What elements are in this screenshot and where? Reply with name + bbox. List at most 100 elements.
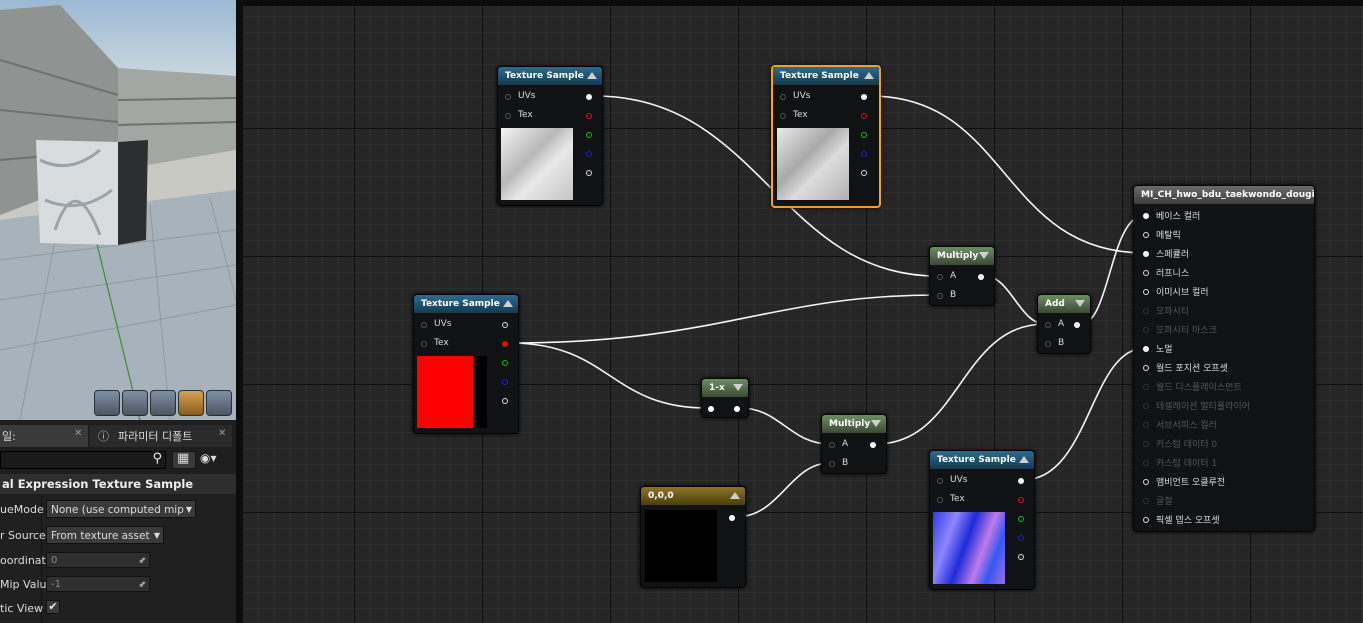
input-pin[interactable] [1143, 346, 1149, 352]
expand-icon[interactable] [1075, 300, 1085, 307]
details-tab[interactable]: 일: ✕ [0, 425, 88, 447]
mip-value-mode-select[interactable]: None (use computed mip ▼ [46, 500, 196, 518]
close-icon[interactable]: ✕ [218, 428, 227, 439]
g-output-pin[interactable] [502, 360, 508, 366]
rgb-output-pin[interactable] [1018, 478, 1024, 484]
a-output-pin[interactable] [502, 398, 508, 404]
expand-icon[interactable] [979, 252, 989, 259]
preview-cube-button[interactable] [178, 390, 204, 416]
node-header[interactable]: Texture Sample [773, 67, 879, 85]
a-input-pin[interactable] [829, 442, 835, 448]
multiply-node-1[interactable]: Multiply A B [929, 246, 995, 306]
b-output-pin[interactable] [861, 151, 867, 157]
rgb-output-pin[interactable] [861, 94, 867, 100]
node-header[interactable]: Multiply [930, 247, 994, 265]
preview-mesh-button[interactable] [206, 390, 232, 416]
close-icon[interactable]: ✕ [74, 428, 83, 439]
material-result-node[interactable]: MI_CH_hwo_bdu_taekwondo_dougi 베이스 컬러 메탈릭… [1133, 185, 1315, 532]
output-pin[interactable] [1074, 322, 1080, 328]
sampler-source-select[interactable]: From texture asset ▼ [46, 526, 164, 544]
multiply-node-2[interactable]: Multiply A B [821, 414, 887, 474]
material-input-roughness[interactable]: 러프니스 [1134, 263, 1314, 282]
node-header[interactable]: Add [1038, 295, 1090, 313]
input-pin[interactable] [1143, 270, 1149, 276]
a-input-pin[interactable] [937, 274, 943, 280]
input-pin[interactable] [1143, 251, 1149, 257]
b-input-pin[interactable] [829, 461, 835, 467]
const-mip-value-input[interactable]: -1 ⬋ [46, 576, 150, 592]
collapse-icon[interactable] [503, 300, 513, 307]
eye-icon[interactable]: ◉▾ [200, 451, 217, 465]
a-output-pin[interactable] [861, 170, 867, 176]
node-header[interactable]: Multiply [822, 415, 886, 433]
parameter-defaults-tab[interactable]: ⓘ 파라미터 디폴트 ✕ [90, 425, 232, 447]
collapse-icon[interactable] [730, 492, 740, 499]
uvs-input-pin[interactable] [421, 322, 427, 328]
b-input-pin[interactable] [937, 293, 943, 299]
view-options-button[interactable]: ▦ [172, 451, 196, 469]
node-header[interactable]: Texture Sample [930, 451, 1034, 469]
tex-input-pin[interactable] [937, 497, 943, 503]
texture-sample-node-4[interactable]: Texture Sample UVs Tex [929, 450, 1035, 590]
input-pin[interactable] [1143, 232, 1149, 238]
node-header[interactable]: MI_CH_hwo_bdu_taekwondo_dougi [1134, 186, 1315, 204]
rgb-output-pin[interactable] [586, 94, 592, 100]
automatic-view-checkbox[interactable]: ✔ [46, 600, 60, 614]
collapse-icon[interactable] [1019, 456, 1029, 463]
texture-sample-node-2[interactable]: Texture Sample UVs Tex [771, 65, 881, 208]
texture-sample-node-1[interactable]: Texture Sample UVs Tex [497, 66, 603, 206]
material-input-base-color[interactable]: 베이스 컬러 [1134, 206, 1314, 225]
output-pin[interactable] [870, 442, 876, 448]
r-output-pin[interactable] [502, 341, 508, 347]
g-output-pin[interactable] [1018, 516, 1024, 522]
tex-input-pin[interactable] [421, 341, 427, 347]
material-input-ambient-occlusion[interactable]: 앰비언트 오클루전 [1134, 472, 1314, 491]
input-pin[interactable] [1143, 289, 1149, 295]
panel-splitter[interactable] [236, 0, 243, 623]
g-output-pin[interactable] [861, 132, 867, 138]
input-pin[interactable] [1143, 517, 1149, 523]
uvs-input-pin[interactable] [780, 94, 786, 100]
search-icon[interactable]: ⚲ [152, 451, 162, 466]
expand-icon[interactable] [871, 420, 881, 427]
node-header[interactable]: 0,0,0 [641, 487, 745, 505]
b-output-pin[interactable] [586, 151, 592, 157]
collapse-icon[interactable] [864, 72, 874, 79]
r-output-pin[interactable] [1018, 497, 1024, 503]
b-output-pin[interactable] [1018, 535, 1024, 541]
g-output-pin[interactable] [586, 132, 592, 138]
input-pin[interactable] [1143, 479, 1149, 485]
preview-viewport[interactable] [0, 0, 236, 420]
a-output-pin[interactable] [1018, 554, 1024, 560]
texture-sample-node-3[interactable]: Texture Sample UVs Tex [413, 294, 519, 434]
input-pin[interactable] [1143, 213, 1149, 219]
node-header[interactable]: 1-x [702, 379, 748, 397]
one-minus-node[interactable]: 1-x [701, 378, 749, 418]
material-input-pixel-depth-offset[interactable]: 픽셀 뎁스 오프셋 [1134, 510, 1314, 529]
preview-cylinder-button[interactable] [94, 390, 120, 416]
preview-sphere-button[interactable] [122, 390, 148, 416]
preview-plane-button[interactable] [150, 390, 176, 416]
const-coordinate-input[interactable]: 0 ⬋ [46, 552, 150, 568]
material-input-metallic[interactable]: 메탈릭 [1134, 225, 1314, 244]
node-header[interactable]: Texture Sample [498, 67, 602, 85]
r-output-pin[interactable] [586, 113, 592, 119]
b-output-pin[interactable] [502, 379, 508, 385]
output-pin[interactable] [729, 515, 735, 521]
b-input-pin[interactable] [1045, 341, 1051, 347]
output-pin[interactable] [734, 406, 740, 412]
input-pin[interactable] [1143, 365, 1149, 371]
r-output-pin[interactable] [861, 113, 867, 119]
expand-icon[interactable] [733, 384, 743, 391]
uvs-input-pin[interactable] [937, 478, 943, 484]
constant-vector-node[interactable]: 0,0,0 [640, 486, 746, 588]
a-input-pin[interactable] [1045, 322, 1051, 328]
material-input-specular[interactable]: 스페큘러 [1134, 244, 1314, 263]
a-output-pin[interactable] [586, 170, 592, 176]
add-node[interactable]: Add A B [1037, 294, 1091, 354]
details-search-input[interactable]: ⚲ [0, 451, 166, 469]
material-input-emissive-color[interactable]: 이미시브 컬러 [1134, 282, 1314, 301]
input-pin[interactable] [708, 406, 714, 412]
output-pin[interactable] [978, 274, 984, 280]
tex-input-pin[interactable] [505, 113, 511, 119]
